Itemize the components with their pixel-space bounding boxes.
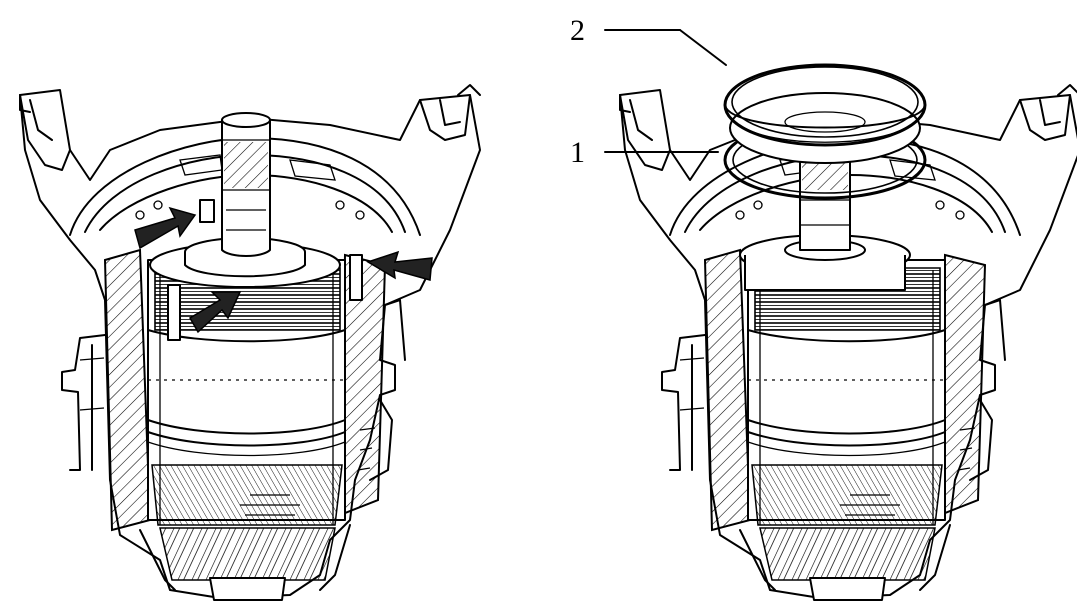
left-view xyxy=(19,84,481,601)
callout-1: 1 xyxy=(570,136,719,169)
arrow-pointer xyxy=(188,291,242,334)
svg-text:2: 2 xyxy=(570,14,585,47)
arrow-pointer xyxy=(134,206,197,250)
right-view xyxy=(619,63,1077,601)
svg-text:1: 1 xyxy=(570,136,585,169)
arrow-pointer xyxy=(366,250,433,281)
callout-2: 2 xyxy=(570,14,727,66)
